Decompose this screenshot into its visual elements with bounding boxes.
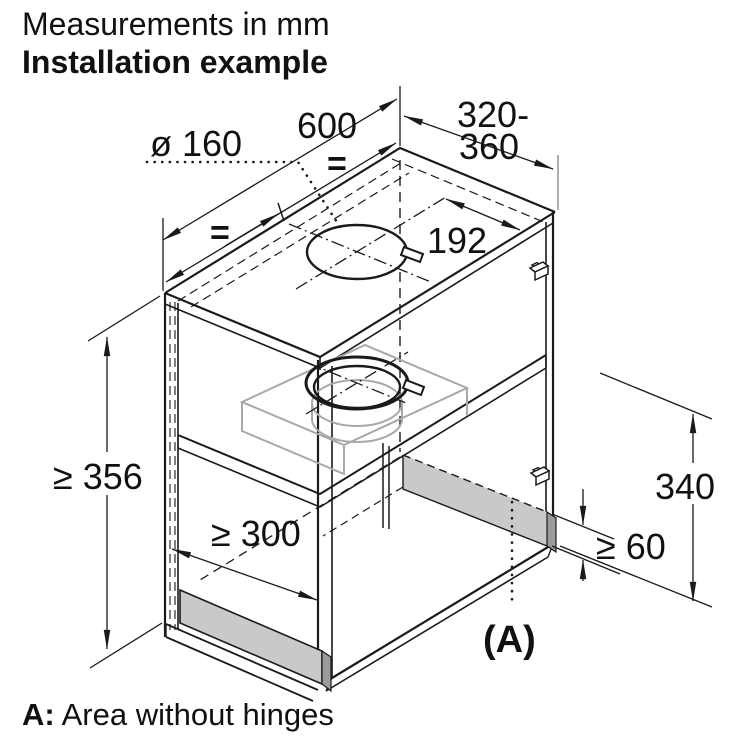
measurements-note: Measurements in mm	[22, 6, 330, 42]
area-strip-front	[179, 588, 332, 693]
lower-height-label: 340	[655, 466, 715, 507]
duct-diameter-label: ø 160	[150, 123, 242, 164]
top-duct-hole	[288, 196, 447, 290]
footnote-text: Area without hinges	[54, 697, 334, 732]
bottom-frame	[165, 543, 554, 702]
middle-shelf	[177, 354, 547, 529]
footnote: A: Area without hinges	[22, 697, 334, 733]
dim-lower-height-340: 340	[559, 372, 715, 608]
equal-mark-right: =	[327, 145, 347, 183]
dim-min-depth-300: ≥ 300	[171, 513, 318, 601]
footnote-prefix: A:	[22, 697, 55, 732]
min-height-label: ≥ 356	[53, 456, 143, 497]
shelf-duct-hole	[304, 351, 426, 443]
equal-mark-left: =	[210, 214, 230, 252]
hinge-free-label: ≥ 60	[596, 526, 666, 567]
dim-hinge-free-60: ≥ 60	[551, 489, 666, 581]
dim-hole-offset-192: 192	[427, 198, 521, 261]
width-label: 600	[297, 105, 357, 146]
depth-label-line1: 320-	[457, 94, 529, 135]
area-marker-label: (A)	[483, 619, 536, 661]
page-title: Installation example	[22, 44, 328, 80]
min-depth-label: ≥ 300	[211, 513, 301, 554]
dim-width-600: 600 = =	[162, 86, 401, 291]
area-marker: (A)	[483, 500, 536, 661]
dim-min-height-356: ≥ 356	[53, 295, 163, 669]
depth-label-line2: 360	[459, 126, 519, 167]
hole-offset-label: 192	[427, 220, 487, 261]
area-strip-right	[402, 454, 557, 554]
dim-depth-320-360: 320- 360	[403, 94, 559, 210]
